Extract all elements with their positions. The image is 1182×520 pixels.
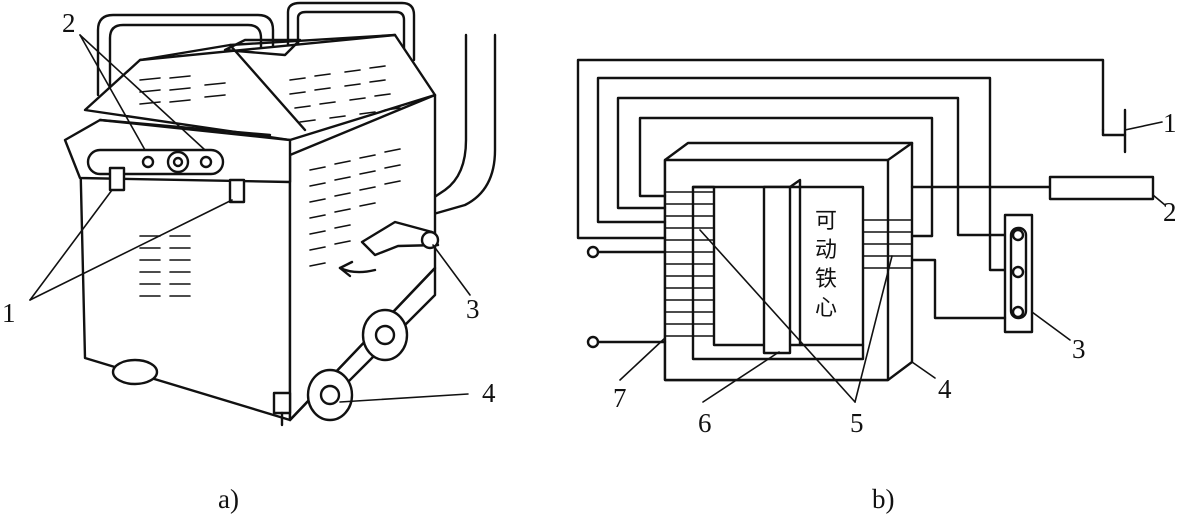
side-vent-slots — [309, 148, 401, 267]
panel-b-transformer-schematic — [576, 58, 1155, 382]
core-label-char-3: 铁 — [815, 267, 837, 292]
primary-winding-ticks — [664, 191, 715, 337]
panel-b-callout-4: 4 — [938, 374, 952, 404]
panel-b-callout-7: 7 — [613, 383, 627, 413]
panel-b-leader-lines — [619, 121, 1166, 403]
panel-a-callout-3: 3 — [466, 294, 480, 324]
core-label-char-2: 动 — [815, 238, 837, 263]
core-label-char-4: 心 — [815, 296, 837, 321]
panel-a-caption: a) — [218, 484, 239, 514]
lid-vent-lines — [139, 65, 401, 123]
front-vent-slots — [139, 235, 191, 297]
panel-a-callout-2: 2 — [62, 8, 76, 38]
secondary-winding-ticks — [862, 219, 913, 269]
panel-b-callout-6: 6 — [698, 408, 712, 438]
core-label-char-1: 可 — [815, 209, 837, 234]
panel-b-callout-2: 2 — [1163, 197, 1177, 227]
panel-b-callout-1: 1 — [1163, 108, 1177, 138]
panel-b-caption: b) — [872, 484, 895, 514]
panel-b-callout-5: 5 — [850, 408, 864, 438]
panel-a-machine-drawing — [63, 1, 497, 427]
panel-a-callout-4: 4 — [482, 378, 496, 408]
panel-a-leader-lines — [29, 34, 471, 403]
panel-b-callout-3: 3 — [1072, 334, 1086, 364]
panel-a-callout-1: 1 — [2, 298, 16, 328]
